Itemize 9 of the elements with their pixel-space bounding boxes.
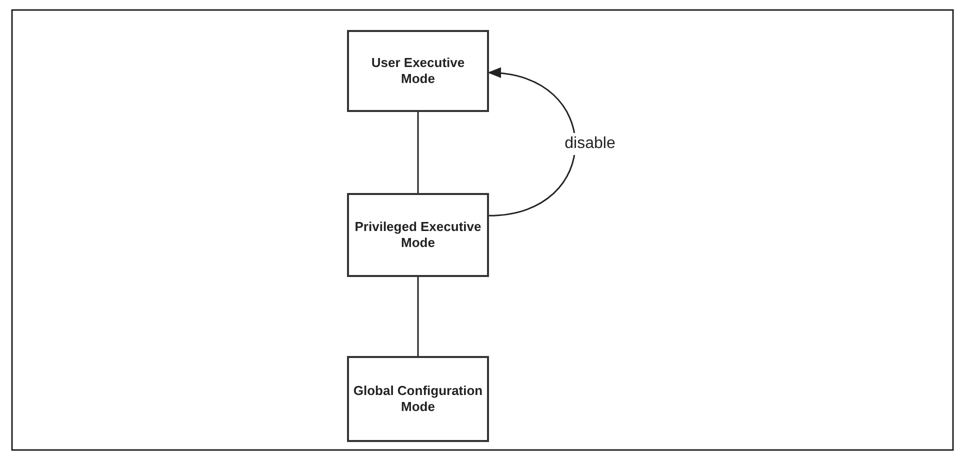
mode-label: User Executive Mode [370,54,466,88]
mode-box [347,193,489,277]
mode-label: Global Configuration Mode [352,382,484,416]
mode-label: Privileged Executive Mode [354,218,482,252]
mode-box [347,356,489,442]
curved-arrow [488,68,576,216]
connector-line [417,112,419,193]
mode-box [347,30,489,112]
connector-line [417,277,419,356]
